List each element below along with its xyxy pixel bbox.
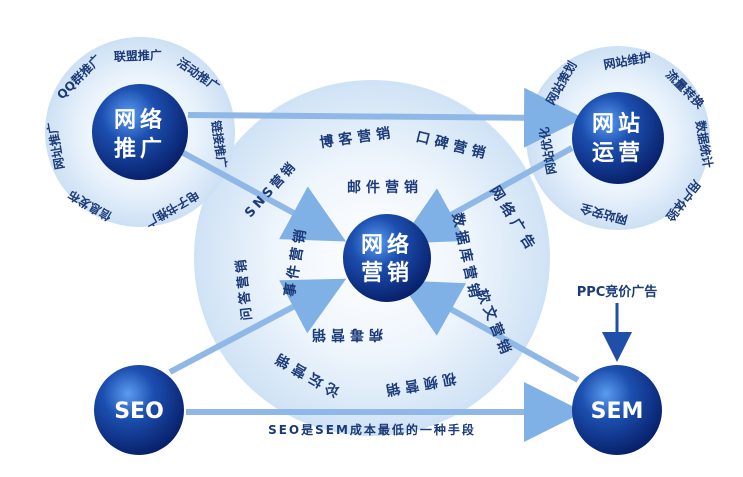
seo-node [94, 365, 184, 455]
operation-node-line1: 网站 [592, 112, 644, 137]
center-node-line2: 营销 [361, 261, 413, 286]
operation-node [572, 92, 664, 184]
sem-node-label: SEM [591, 399, 644, 424]
promotion-node [92, 84, 188, 180]
arrow-promotion-to-center [176, 147, 347, 242]
arrow-operation-to-center [398, 145, 574, 244]
promo-label-alliance: 联盟推广 [114, 47, 163, 64]
arrow-sem-to-center [399, 280, 580, 383]
seo-node-label: SEO [114, 399, 164, 424]
center-node [343, 214, 431, 302]
promo-label-link: 链接推广 [209, 120, 231, 170]
sem-node [572, 365, 662, 455]
arrow-seo-to-center [168, 278, 347, 375]
ppc-label: PPC竞价广告 [577, 284, 658, 300]
ring-label-email: 邮件营销 [347, 179, 423, 196]
ring-label-virus: 病毒营销 [307, 326, 383, 343]
seo-sem-caption: SEO是SEM成本最低的一种手段 [268, 422, 476, 437]
promotion-node-line1: 网络 [114, 107, 166, 133]
center-node-line1: 网络 [361, 232, 413, 258]
promotion-node-line2: 推广 [114, 136, 166, 162]
ring-label-qa: 问答营销 [233, 256, 256, 321]
arrow-promotion-to-operation [187, 87, 584, 148]
operation-node-line2: 运营 [592, 141, 644, 166]
